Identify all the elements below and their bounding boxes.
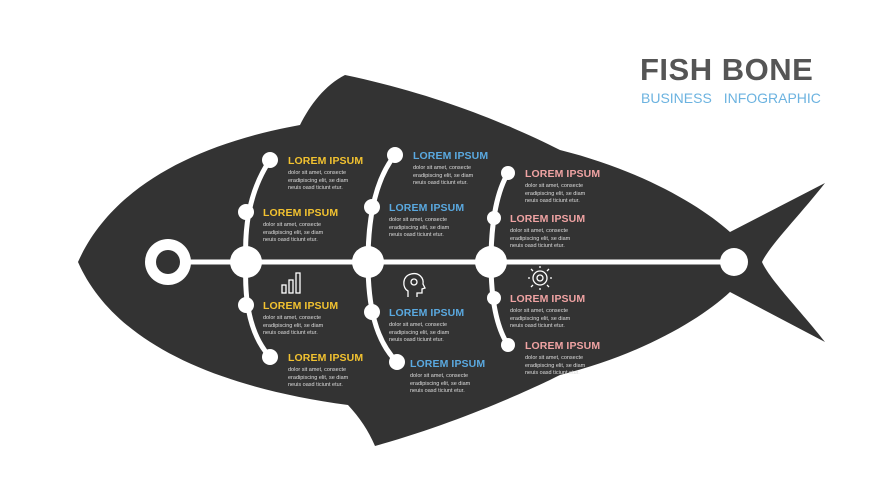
bone-item: LOREM IPSUM dolor sit amet, consecte erad… [510,293,640,331]
item-text: dolor sit amet, consecte eradipiscing el… [263,222,324,243]
head-idea-icon [403,272,426,297]
bone-item: LOREM IPSUM dolor sit amet, consecte erad… [410,358,540,396]
item-text: dolor sit amet, consecte eradipiscing el… [263,315,324,336]
item-heading: LOREM IPSUM [263,207,339,219]
page-title: FISH BONE [640,52,814,87]
bone-item: LOREM IPSUM dolor sit amet, consecte erad… [288,155,418,193]
item-text: dolor sit amet, consecte eradipiscing el… [389,322,450,343]
bone-item: LOREM IPSUM dolor sit amet, consecte erad… [413,150,543,188]
bone-item: LOREM IPSUM dolor sit amet, consecte erad… [389,307,519,345]
item-text: dolor sit amet, consecte eradipiscing el… [510,228,571,249]
item-text: dolor sit amet, consecte eradipiscing el… [525,183,586,204]
item-heading: LOREM IPSUM [510,213,586,225]
bone-joints [145,147,748,370]
item-heading: LOREM IPSUM [413,150,489,162]
item-heading: LOREM IPSUM [263,300,339,312]
item-heading: LOREM IPSUM [288,155,364,167]
item-text: dolor sit amet, consecte eradipiscing el… [288,170,349,191]
item-text: dolor sit amet, consecte eradipiscing el… [525,355,586,376]
page-subtitle: BUSINESS INFOGRAPHIC [641,90,821,106]
item-text: dolor sit amet, consecte eradipiscing el… [389,217,450,238]
item-text: dolor sit amet, consecte eradipiscing el… [410,373,471,394]
item-heading: LOREM IPSUM [525,168,601,180]
bone-item: LOREM IPSUM dolor sit amet, consecte erad… [288,352,418,390]
item-text: dolor sit amet, consecte eradipiscing el… [510,308,571,329]
gear-icon [528,266,552,290]
bar-chart-icon [281,272,301,294]
bone-item: LOREM IPSUM dolor sit amet, consecte erad… [389,202,519,240]
item-text: dolor sit amet, consecte eradipiscing el… [413,165,474,186]
bone-item: LOREM IPSUM dolor sit amet, consecte erad… [263,207,393,245]
item-heading: LOREM IPSUM [389,307,465,319]
bone-item: LOREM IPSUM dolor sit amet, consecte erad… [263,300,393,338]
bone-item: LOREM IPSUM dolor sit amet, consecte erad… [525,340,655,378]
bone-item: LOREM IPSUM dolor sit amet, consecte erad… [525,168,655,206]
item-heading: LOREM IPSUM [525,340,601,352]
bone-item: LOREM IPSUM dolor sit amet, consecte erad… [510,213,640,251]
item-heading: LOREM IPSUM [410,358,486,370]
item-heading: LOREM IPSUM [510,293,586,305]
item-heading: LOREM IPSUM [389,202,465,214]
item-text: dolor sit amet, consecte eradipiscing el… [288,367,349,388]
item-heading: LOREM IPSUM [288,352,364,364]
